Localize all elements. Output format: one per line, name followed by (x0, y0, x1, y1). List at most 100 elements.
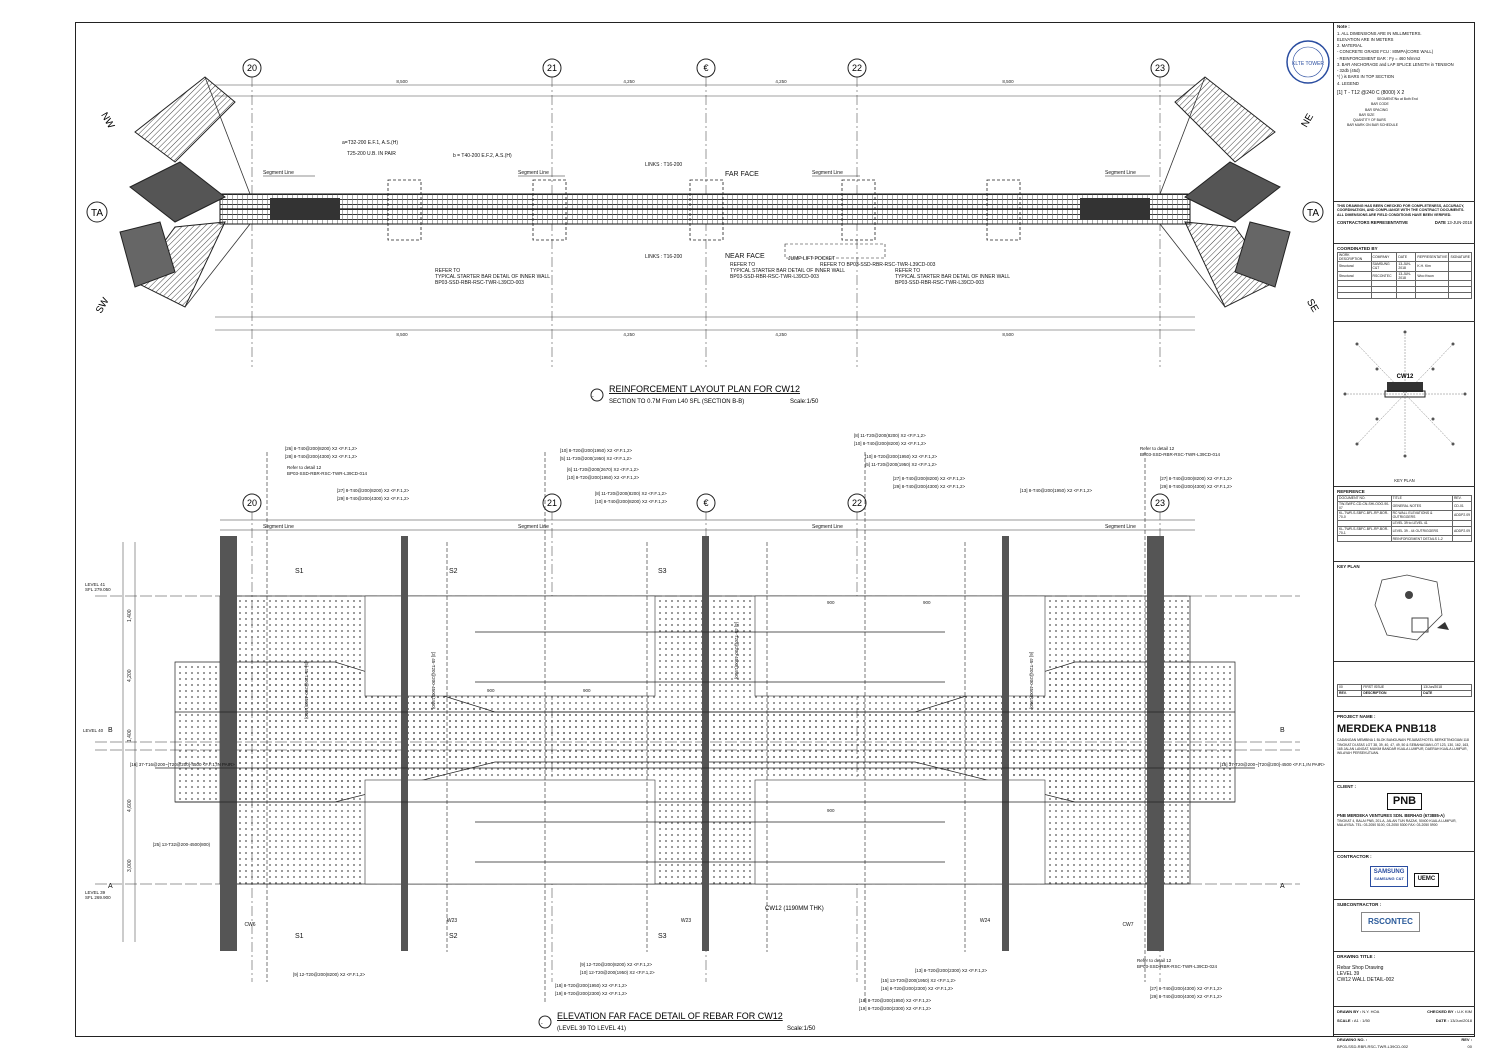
ref-cell: GENERAL NOTES (1390, 500, 1453, 512)
date2-label: DATE : (1435, 1018, 1449, 1023)
revision-section: 00 FIRST ISSUE 13/Jun/2018 REV. DESCRIPT… (1334, 662, 1475, 712)
elev-barmark-top-8: [10] 8-T20@200(1950) X2 <F.F.1,2> (567, 475, 639, 480)
plan-near-face: NEAR FACE (725, 253, 765, 260)
elev-vbar-2: [4] 45-T20@200-4500(1950) (734, 622, 739, 680)
elev-refer-right-2: BP03-SSD-RBR-RSC-TWR-L39CD-014 (1140, 452, 1221, 457)
elev-grid-c: € (703, 498, 708, 508)
elev-barmark-top-2: [28] 8-T40@200(4300) X2 <F.F.1,2> (285, 454, 357, 459)
elev-vdim-2: 4,200 (127, 669, 133, 682)
elev-wall-w24: W24 (980, 918, 991, 924)
plan-dim-top-2: 4,250 (623, 79, 635, 84)
elev-barmark-bot-12: [29] 8-T40@200(4300) X2 <F.F.1,2> (1150, 994, 1222, 999)
coordination-table: WORK DESCRIPTION COMPANY DATE REPRESENTA… (1337, 251, 1472, 300)
plan-links-bottom: LINKS : T16-200 (645, 254, 682, 260)
plan-note-t25: T25-200 U.B. IN PAIR (347, 151, 396, 157)
note-line-7: - 32db (45d) (1337, 68, 1360, 74)
elev-section-s3-top: S3 (658, 568, 667, 575)
plan-label-se: SE (1304, 297, 1320, 314)
elev-dim-900-1: 900 (487, 688, 495, 693)
elev-dim-900-5: 900 (923, 600, 931, 605)
plan-segment-1: Segment Line (263, 170, 294, 176)
plan-label-ta-right: TA (1307, 208, 1319, 219)
ref-cell: TW-SWFC-CD-CN-SHI-OOO-90-07 (1337, 500, 1392, 512)
rev-h3: DATE (1421, 690, 1472, 697)
elev-segment-1: Segment Line (263, 524, 294, 530)
elevation-view: 20 21 € 22 23 (83, 433, 1325, 1032)
title-block: Note : 1. ALL DIMENSIONS ARE IN MILLIMET… (1333, 22, 1475, 1049)
elev-refer-left-1: Refer to detail 12 (287, 465, 322, 470)
elev-section-s1-bot: S1 (295, 933, 304, 940)
note-line-5: - REINFORCEMENT BAR : Fy = 460 N/mm2 (1337, 55, 1421, 61)
drawing-area: 20 21 € 22 23 8,500 4,250 4,250 (83, 40, 1330, 1032)
elev-barmark-top-1: [26] 8-T40@200(8200) X2 <F.F.1,2> (285, 446, 357, 451)
note-line-9: 4. LEGEND (1337, 80, 1359, 86)
plan-dim-bot-1: 8,500 (396, 332, 408, 337)
table-row: LEVEL 39 to LEVEL 41 (1337, 519, 1473, 527)
elev-barmark-bot-3: [10] 12-T20@200(1950) X2 <F.F.1,2> (580, 970, 655, 975)
elev-grid-20: 20 (247, 498, 257, 508)
reference-heading: REFERENCE (1337, 489, 1365, 494)
drawing-title-3: CW12 WALL DETAIL-002 (1337, 977, 1395, 984)
checked-text: THIS DRAWING HAS BEEN CHECKED FOR COMPLE… (1337, 204, 1465, 217)
ref-cell: KL-TWR-S-SBFC-BFL-RP-BOR-70-0 (1337, 510, 1392, 521)
plan-refer-right-4: BP03-SSD-RBR-RSC-TWR-L39CD-003 (895, 280, 984, 286)
plan-refer-mid-1: REFER TO (730, 262, 755, 268)
client-address: TINGKAT 4, BALAI PNB, 201-A, JALAN TUN R… (1337, 818, 1457, 827)
plan-segment-2: Segment Line (518, 170, 549, 176)
note-line-6: 3. BAR ANCHORAGE and LAP SPLICE LENGTH i… (1337, 61, 1454, 67)
elev-wall-w23b: W23 (681, 918, 692, 924)
key-plan-label: KEY PLAN (1394, 477, 1415, 483)
ref-cell (1337, 535, 1392, 543)
plan-dim-top-3: 4,250 (775, 79, 787, 84)
plan-refer-right-1: REFER TO BP03-SSD-RBR-RSC-TWR-L39CD-003 (820, 262, 936, 268)
scale-value: A1 : 1/50 (1353, 1018, 1370, 1023)
key-plan-section: CW12 KEY PLAN (1334, 322, 1475, 487)
legend-item-6: BAR MARK ON BAR SCHEDULE (1347, 123, 1399, 128)
elev-level41-sfl: SFL 279.050 (85, 587, 111, 592)
plan-label-ne: NE (1300, 112, 1317, 130)
plan-segment-3: Segment Line (812, 170, 843, 176)
revision-table: 00 FIRST ISSUE 13/Jun/2018 REV. DESCRIPT… (1336, 684, 1472, 697)
elev-barmark-bot-8: [16] 8-T20@200(2300) X2 <F.F.1,2> (881, 986, 953, 991)
elev-vdim-1: 1,400 (127, 609, 133, 622)
legend-item-2: BAR CODE (1371, 102, 1389, 107)
coord-cell: SAMSUNG C&T (1370, 261, 1398, 272)
coordinated-by: COORDINATED BY (1337, 246, 1378, 251)
plan-note-b: b = T40-200 E.F.2, A.S.(H) (453, 153, 512, 159)
coord-h3: DATE (1396, 251, 1417, 263)
plan-grid-23: 23 (1155, 63, 1165, 73)
legend-item-1: SEGMENT/No at Both End (1377, 97, 1418, 102)
plan-view-subtitle: SECTION TO 0.7M From L40 SFL (SECTION B-… (609, 399, 744, 405)
ref-cell: ADDP2.09 (1451, 525, 1473, 537)
key-plan2-section: KEY PLAN (1334, 562, 1475, 662)
contractor-label: CONTRACTOR : (1337, 854, 1372, 859)
plan-dim-top-1: 8,500 (396, 79, 408, 84)
elev-barmark-bot-10: [19] 8-T20@200(2300) X2 <F.F.1,2> (859, 1006, 931, 1011)
ref-cell: CD-01 (1451, 500, 1473, 512)
key-plan-tag: CW12 (1397, 374, 1414, 380)
elev-left-bar: [16] 37-T16@200~[T20@200]-4500 <F.F.1,IN… (130, 762, 235, 767)
ref-h2: TITLE (1390, 494, 1453, 502)
elev-barmark-top-17: [13] 8-T40@200(1950) X2 <F.F.1,2> (1020, 488, 1092, 493)
drawn-by: N.Y. HOA (1362, 1009, 1380, 1014)
date2-value: 13/Jun/2018 (1449, 1018, 1472, 1023)
elev-wall-cw7: CW7 (1122, 922, 1133, 928)
ref-cell: LEVEL 39 - 44 OUTRIGGERS (1390, 525, 1453, 537)
note-line-1: 1. ALL DIMENSIONS ARE IN MILLIMETERS. (1337, 30, 1422, 36)
uemc-logo: UEMC (1413, 873, 1440, 887)
ref-cell: RC WALL ELEVATIONS & OUTRIGGERS (1390, 510, 1453, 521)
plan-dim-top-4: 8,500 (1002, 79, 1014, 84)
plan-view: 20 21 € 22 23 8,500 4,250 4,250 (86, 58, 1324, 405)
elev-segment-4: Segment Line (1105, 524, 1136, 530)
subcontractor-label: SUBCONTRACTOR : (1337, 902, 1382, 907)
plan-grid-22: 22 (852, 63, 862, 73)
plan-view-title: REINFORCEMENT LAYOUT PLAN FOR CW12 (609, 384, 800, 394)
elev-vdim-4: 4,600 (127, 799, 133, 812)
coord-cell (1448, 261, 1472, 272)
elev-view-subtitle: (LEVEL 39 TO LEVEL 41) (557, 1026, 626, 1032)
svg-text:-: - (541, 1021, 543, 1027)
